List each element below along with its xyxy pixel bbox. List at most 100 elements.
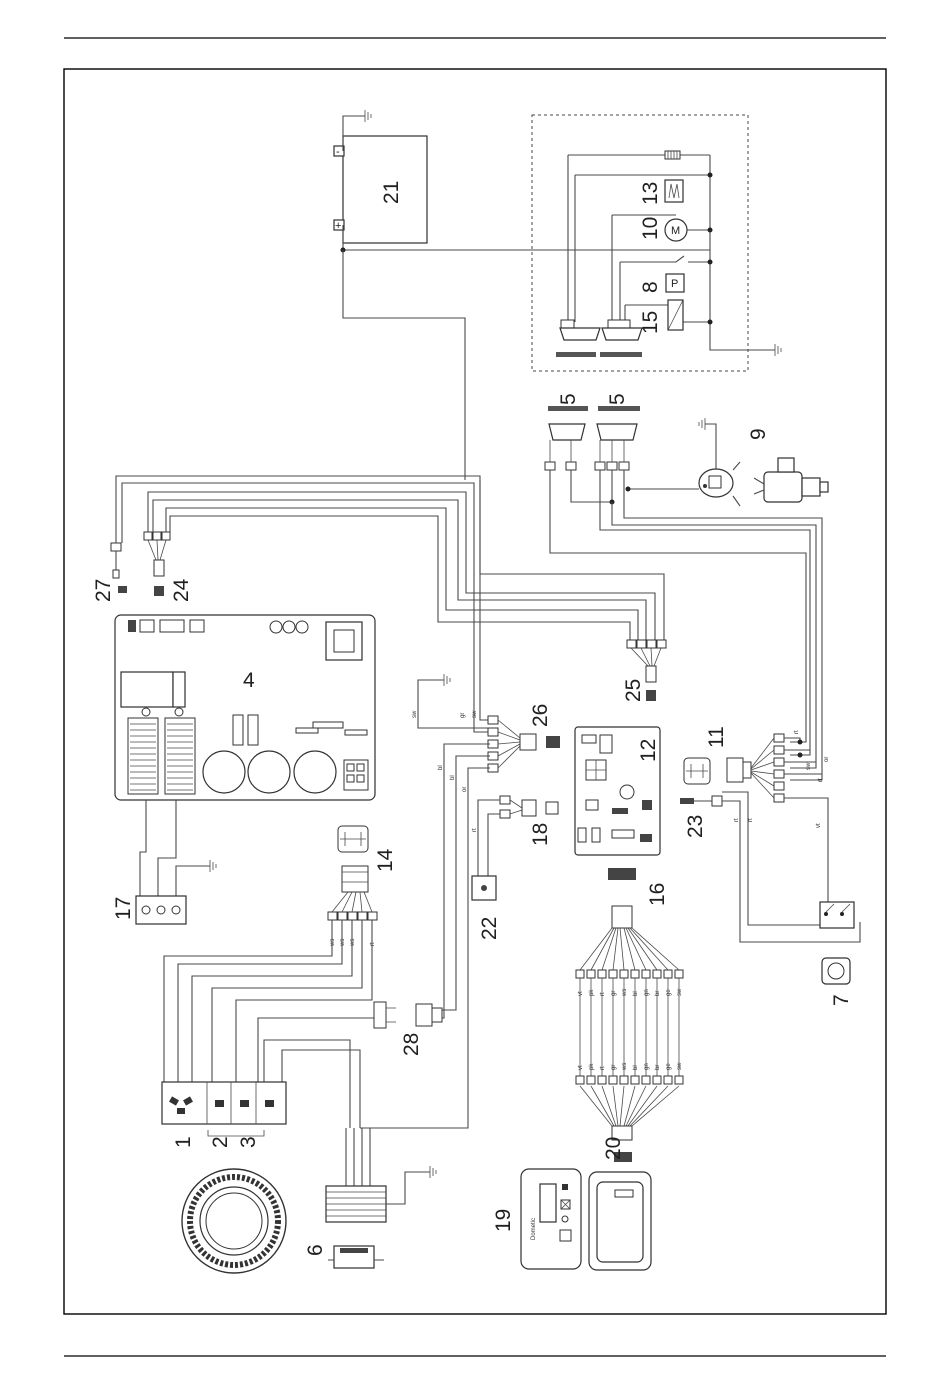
label-15: 15 [639, 311, 662, 334]
label-6: 6 [304, 1244, 327, 1256]
bundle20-wire-label: rt [600, 1066, 606, 1070]
control-board-12: 12 [575, 727, 660, 855]
label-5b: 5 [606, 393, 629, 405]
motor-symbol: M [671, 225, 680, 237]
bundle20-wire-label: pk [589, 1063, 595, 1070]
label-22: 22 [478, 917, 501, 940]
label-24: 24 [170, 578, 193, 602]
control-panel-19: Dometic 19 [492, 1169, 581, 1269]
label-28: 28 [400, 1033, 423, 1056]
bundle20-terminal [653, 1076, 661, 1084]
harness-16-20: 16 20 [580, 883, 679, 1162]
label-25: 25 [622, 679, 645, 702]
bundle16-wire-label: rt [600, 992, 606, 996]
bundle20-wire-label: gr [611, 1065, 617, 1070]
wire-or1: or [462, 787, 468, 792]
bundle20-terminal [675, 1076, 683, 1084]
label-23: 23 [684, 815, 707, 838]
label-16: 16 [646, 883, 669, 906]
bundle16-terminal [576, 970, 584, 978]
bundle16-terminal [675, 970, 683, 978]
wire-sw-11: sw [806, 762, 812, 770]
wire-vt1: vt [816, 823, 822, 828]
bundle20-terminal [587, 1076, 595, 1084]
bundle20-terminal [576, 1076, 584, 1084]
wire-or-11: or [824, 757, 830, 762]
bundle16-wire-label: gn [644, 989, 650, 996]
wire-rt1: rt [472, 828, 478, 832]
label-19: 19 [492, 1209, 515, 1232]
wire-rt-11b: rt [818, 778, 824, 782]
pressure-symbol: P [671, 278, 678, 290]
label-21: 21 [380, 181, 403, 204]
bundle16-terminal [620, 970, 628, 978]
rectifier-6: 6 [304, 1128, 436, 1268]
terminal-17: 17 [112, 800, 216, 924]
bundle20-terminal [609, 1076, 617, 1084]
wire-bl2: bl [450, 775, 456, 780]
control-board-4: 4 [115, 615, 375, 800]
bundle20-terminal [631, 1076, 639, 1084]
bundle20-wire-label: ge [666, 1063, 672, 1070]
dashed-module: 13 M 10 P 8 15 [532, 115, 781, 371]
label-10: 10 [639, 217, 662, 240]
component-18-22: 18 22 rt [472, 796, 558, 940]
battery-21: - + 21 [334, 110, 710, 480]
bundle20-wire-label: sw [677, 1062, 683, 1070]
label-18: 18 [529, 823, 552, 846]
connector-28: 28 [374, 1002, 442, 1056]
bundle16-wire-label: ws [622, 989, 628, 997]
label-4: 4 [243, 669, 255, 692]
brand-logo: Dometic [531, 1218, 537, 1240]
battery-plus: + [335, 220, 341, 232]
bundle16-wire-label: ge [666, 989, 672, 996]
terminal-block-1-2-3: 1 2 3 [162, 1082, 286, 1148]
bundle16-terminal [631, 970, 639, 978]
bundle20-terminal [598, 1076, 606, 1084]
wire-bl1: bl [438, 765, 444, 770]
wire-rt3: rt [748, 818, 754, 822]
bundle20-wire-label: br [655, 1065, 661, 1070]
bundle16-wire-label: bl [633, 991, 639, 996]
battery-minus: - [336, 146, 340, 158]
connector-26: 26 sw gr sw [412, 674, 560, 772]
switch-7: 7 [820, 902, 854, 1006]
label-8: 8 [639, 281, 662, 293]
bundle20-terminal [664, 1076, 672, 1084]
bundle20-wire-label: bl [633, 1065, 639, 1070]
label-2: 2 [209, 1136, 232, 1148]
bundle16-terminal [664, 970, 672, 978]
bundle16-terminal [642, 970, 650, 978]
bundle16-wire-label: vt [578, 991, 584, 996]
bundle20-wire-label: ws [622, 1063, 628, 1071]
label-20: 20 [602, 1137, 625, 1160]
bundle20-terminal [620, 1076, 628, 1084]
label-17: 17 [112, 897, 135, 920]
bundle16-wire-label: br [655, 991, 661, 996]
label-11: 11 [705, 726, 728, 748]
wire-ws1: ws [330, 939, 336, 947]
connector-16-top [608, 868, 636, 880]
wire-rt2: rt [734, 818, 740, 822]
stator-coil [182, 1169, 286, 1273]
label-1: 1 [172, 1136, 195, 1148]
bundle16-wire-label: sw [677, 988, 683, 996]
label-7: 7 [830, 994, 853, 1006]
bundle16-terminal [653, 970, 661, 978]
label-27: 27 [92, 579, 115, 602]
label-26: 26 [529, 704, 552, 727]
label-5a: 5 [557, 393, 580, 405]
bundle20-terminal [642, 1076, 650, 1084]
bundle16-terminal [609, 970, 617, 978]
bundle20-wire-label: vt [578, 1065, 584, 1070]
label-13: 13 [639, 182, 662, 205]
wire-rt-11: rt [794, 730, 800, 734]
label-9: 9 [747, 428, 770, 440]
wire-sw1: sw [412, 710, 418, 718]
bundle-16-wires: vtpkrtgrwsblgnbrgesw [576, 970, 683, 1076]
bundle20-wire-label: gn [644, 1063, 650, 1070]
label-14: 14 [374, 848, 397, 872]
label-3: 3 [237, 1136, 260, 1148]
